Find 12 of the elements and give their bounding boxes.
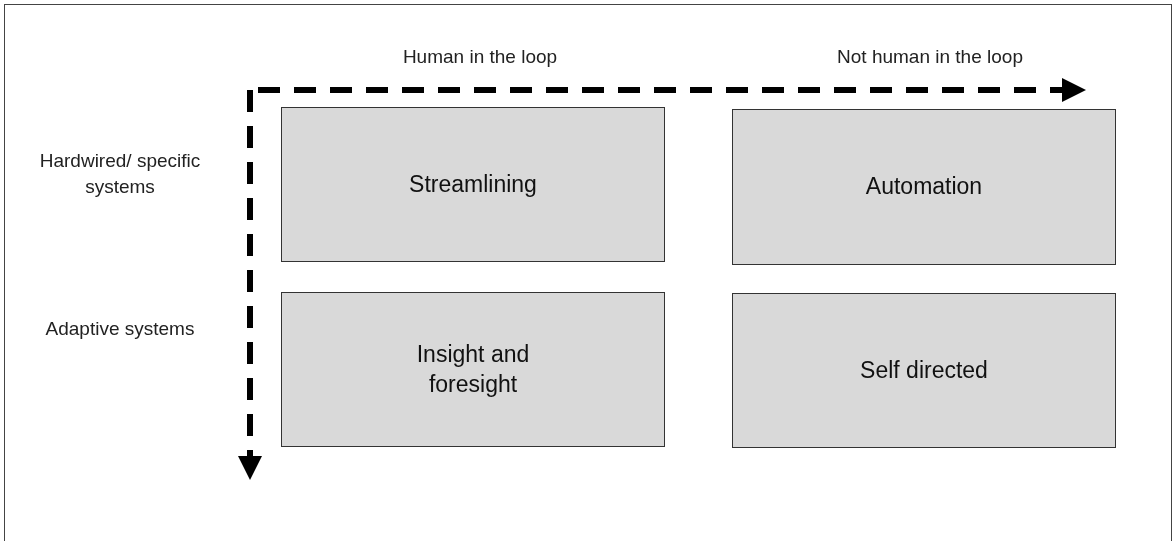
quadrant-box	[281, 292, 665, 447]
box-label: Streamlining	[409, 169, 537, 199]
quadrant-box	[732, 293, 1116, 448]
quadrant-box	[281, 107, 665, 262]
quadrant-box	[732, 109, 1116, 265]
axis-label: Adaptive systems	[44, 317, 196, 341]
axis-label: Hardwired/ specific systems	[38, 149, 202, 199]
box-label: Self directed	[860, 355, 988, 385]
axis-label: Human in the loop	[401, 45, 559, 69]
box-label: Insight and foresight	[415, 339, 531, 399]
axis-label: Not human in the loop	[836, 45, 1024, 69]
box-label: Automation	[865, 172, 983, 202]
